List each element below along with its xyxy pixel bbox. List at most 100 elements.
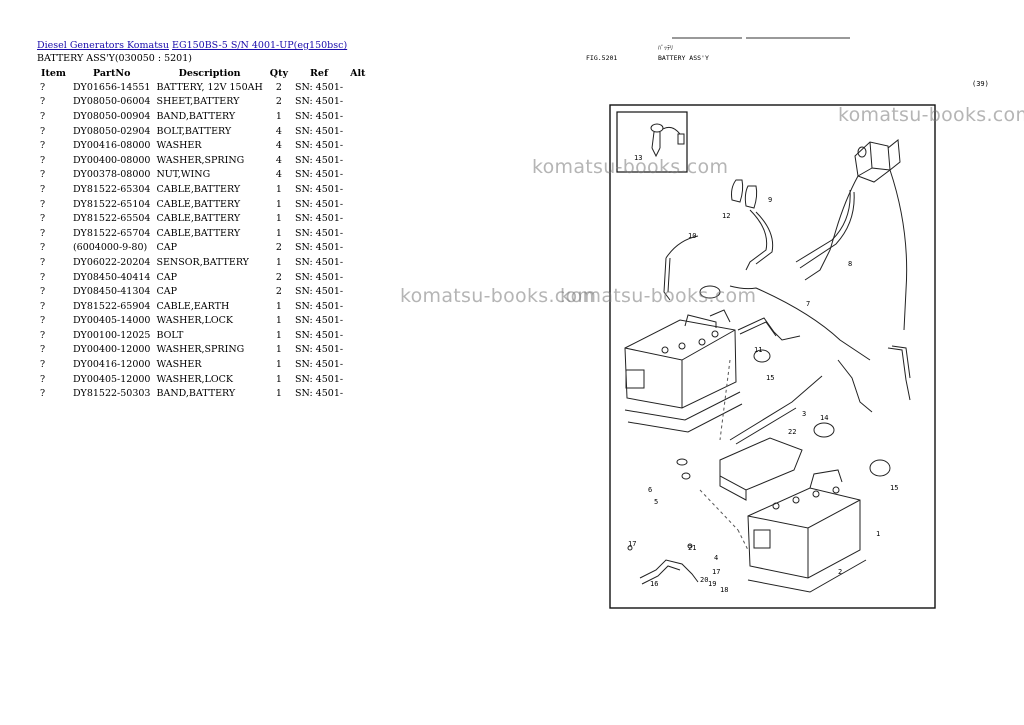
cell-item: ? (40, 286, 46, 298)
header-alt: Alt (350, 67, 366, 79)
cell-description: CABLE,EARTH (156, 300, 230, 312)
cell-qty: 1 (275, 359, 282, 371)
header-ref: Ref (310, 67, 329, 79)
cell-qty: 1 (275, 110, 282, 122)
cell-description: CABLE,BATTERY (156, 198, 241, 210)
cell-description: WASHER,SPRING (156, 154, 245, 166)
cell-partno: DY00416-12000 (72, 359, 151, 371)
cell-item: ? (40, 300, 46, 312)
cell-qty: 1 (275, 256, 282, 268)
cell-alt (346, 168, 369, 183)
cell-alt (346, 138, 369, 153)
cell-description: CAP (156, 286, 178, 298)
callout-label: 17 (712, 568, 720, 576)
callout-label: 22 (788, 428, 796, 436)
cell-item: ? (40, 169, 46, 181)
cell-alt (346, 124, 369, 139)
watermark: komatsu-books.com (560, 285, 757, 307)
cell-alt (346, 284, 369, 299)
battery-assembly-diagram: ﾊﾞｯﾃﾘ FIG.5201 BATTERY ASS'Y (39) (586, 37, 989, 609)
callout-label: 6 (648, 486, 652, 494)
cell-item: ? (40, 140, 46, 152)
callout-label: 12 (722, 212, 730, 220)
cell-item: ? (40, 213, 46, 225)
cell-description: BAND,BATTERY (156, 388, 236, 400)
callout-label: 2 (838, 568, 842, 576)
cell-ref: SN: 4501- (294, 388, 344, 400)
cell-item: ? (40, 271, 46, 283)
header-item: Item (41, 67, 66, 79)
callout-label: 7 (806, 300, 810, 308)
cell-ref: SN: 4501- (294, 344, 344, 356)
watermark: komatsu-books.com (400, 285, 597, 307)
cell-partno: DY08450-41304 (72, 286, 151, 298)
cell-alt (346, 357, 369, 372)
cell-qty: 1 (275, 315, 282, 327)
table-row: ? DY81522-50303 BAND,BATTERY 1 SN: 4501- (37, 386, 369, 401)
cell-ref: SN: 4501- (294, 213, 344, 225)
cell-alt (346, 226, 369, 241)
callout-label: 21 (688, 544, 696, 552)
cell-partno: DY08050-06004 (72, 96, 151, 108)
cell-description: BOLT (156, 329, 184, 341)
cell-partno: DY00378-08000 (72, 169, 151, 181)
cell-description: BAND,BATTERY (156, 110, 236, 122)
header-qty: Qty (269, 67, 288, 79)
cell-item: ? (40, 388, 46, 400)
figure-page-number: (39) (972, 80, 989, 88)
cell-description: WASHER,SPRING (156, 344, 245, 356)
cell-qty: 1 (275, 329, 282, 341)
cell-description: BOLT,BATTERY (156, 125, 232, 137)
cell-description: BATTERY, 12V 150AH (156, 81, 263, 93)
cell-qty: 1 (275, 183, 282, 195)
cell-qty: 1 (275, 373, 282, 385)
cell-item: ? (40, 329, 46, 341)
callout-label: 19 (708, 580, 716, 588)
cell-ref: SN: 4501- (294, 286, 344, 298)
cell-qty: 1 (275, 227, 282, 239)
cell-description: SENSOR,BATTERY (156, 256, 249, 268)
callout-label: 17 (628, 540, 636, 548)
cell-ref: SN: 4501- (294, 96, 344, 108)
callout-label: 5 (654, 498, 658, 506)
breadcrumb-link-model[interactable]: EG150BS-5 S/N 4001-UP(eg150bsc) (172, 40, 348, 51)
cell-qty: 1 (275, 198, 282, 210)
cell-alt (346, 270, 369, 285)
cell-ref: SN: 4501- (294, 300, 344, 312)
cell-qty: 1 (275, 344, 282, 356)
cell-ref: SN: 4501- (294, 242, 344, 254)
cell-alt (346, 197, 369, 212)
breadcrumb-link-category[interactable]: Diesel Generators Komatsu (37, 40, 170, 51)
cell-item: ? (40, 344, 46, 356)
cell-item: ? (40, 227, 46, 239)
cell-description: WASHER,LOCK (156, 315, 233, 327)
cell-partno: DY81522-50303 (72, 388, 151, 400)
cell-qty: 2 (275, 271, 282, 283)
cell-ref: SN: 4501- (294, 183, 344, 195)
cell-alt (346, 95, 369, 110)
header-description: Description (178, 67, 241, 79)
cell-alt (346, 386, 369, 401)
breadcrumb: Diesel Generators Komatsu EG150BS-5 S/N … (37, 40, 347, 51)
cell-qty: 1 (275, 388, 282, 400)
cell-partno: DY00100-12025 (72, 329, 151, 341)
callout-label: 18 (720, 586, 728, 594)
cell-alt (346, 211, 369, 226)
cell-ref: SN: 4501- (294, 271, 344, 283)
cell-description: WASHER (156, 140, 202, 152)
cell-partno: DY81522-65704 (72, 227, 151, 239)
cell-qty: 2 (275, 96, 282, 108)
cell-partno: DY00400-08000 (72, 154, 151, 166)
cell-partno: DY08050-00904 (72, 110, 151, 122)
cell-description: WASHER (156, 359, 202, 371)
cell-ref: SN: 4501- (294, 359, 344, 371)
